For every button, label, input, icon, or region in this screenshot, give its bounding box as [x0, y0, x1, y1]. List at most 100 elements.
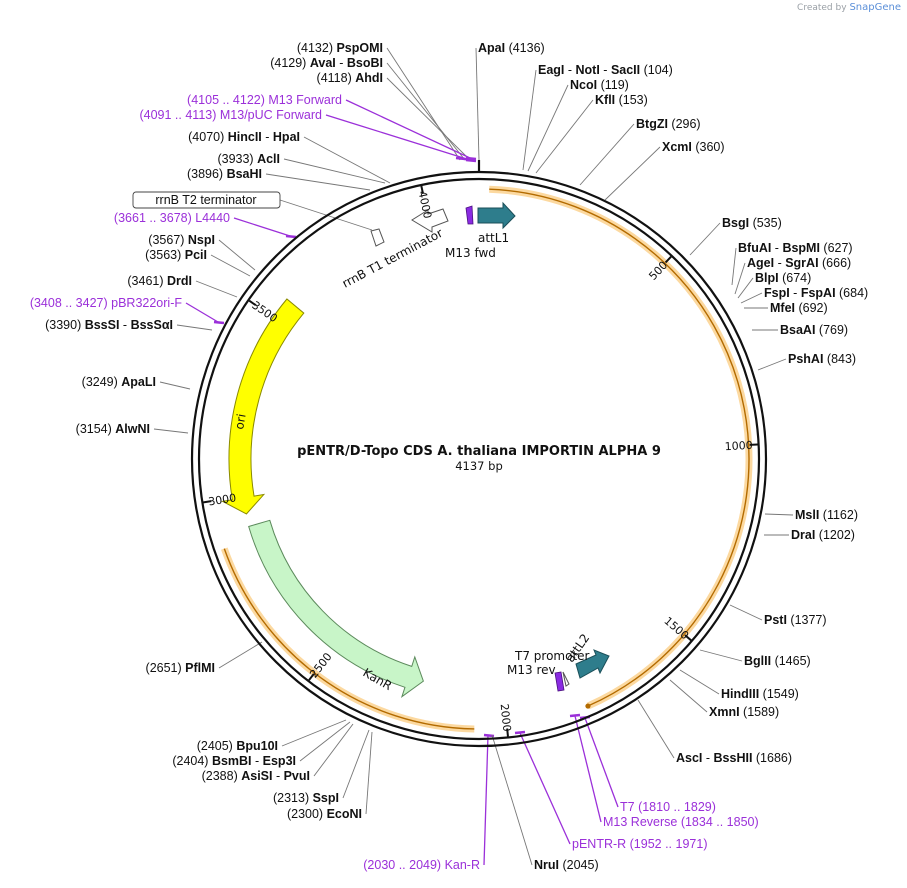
enzyme-label: KflI (153) [595, 93, 648, 107]
leader-line [764, 513, 794, 516]
site-name: pBR322ori-F [111, 296, 182, 310]
plasmid-title: pENTR/D-Topo CDS A. thaliana IMPORTIN AL… [297, 444, 661, 459]
primer-site-mark [213, 320, 225, 325]
leader-line [522, 69, 537, 171]
site-name: XcmI [662, 140, 692, 154]
site-position: (360) [692, 140, 725, 154]
site-position: (666) [819, 256, 852, 270]
enzyme-label: HindIII (1549) [721, 687, 799, 701]
site-position: (1549) [759, 687, 799, 701]
leader-line [303, 136, 391, 184]
site-name: SspI [313, 791, 339, 805]
leader-line [386, 47, 461, 161]
site-position: (3896) [187, 167, 227, 181]
enzyme-label: FspI - FspAI (684) [764, 286, 868, 300]
enzyme-label: (4129) AvaI - BsoBI [270, 56, 383, 70]
enzyme-label: (2651) PflMI [146, 661, 215, 675]
leader-line [386, 62, 466, 161]
site-name: T7 [620, 800, 635, 814]
site-name: AvaI [310, 56, 336, 70]
separator: - [119, 318, 130, 332]
site-position: (1162) [819, 508, 858, 522]
site-name: AgeI [747, 256, 774, 270]
enzyme-label: (4132) PspOMI [297, 41, 383, 55]
leader-line [475, 47, 480, 161]
site-position: (1202) [815, 528, 855, 542]
enzyme-label: BfuAI - BspMI (627) [738, 241, 853, 255]
enzyme-label: (2404) BsmBI - Esp3I [172, 754, 296, 768]
tick-label: 1000 [724, 439, 753, 453]
site-name: Kan-R [445, 858, 480, 872]
leader-line [689, 222, 721, 256]
site-position: (3563) [145, 248, 185, 262]
site-position: (2651) [146, 661, 186, 675]
tick-label: 4000 [416, 190, 435, 220]
leader-line [233, 217, 291, 237]
separator: - [564, 63, 575, 77]
leader-line [365, 731, 373, 815]
leader-line [535, 99, 594, 174]
leader-line [185, 302, 219, 323]
site-name: NruI [534, 858, 559, 872]
site-position: (2388) [202, 769, 242, 783]
separator: - [774, 256, 785, 270]
site-name: M13 Forward [268, 93, 342, 107]
kanr-arrow [248, 519, 424, 699]
site-name: DraI [791, 528, 815, 542]
site-position: (1377) [787, 613, 827, 627]
site-name: ApaLI [121, 375, 156, 389]
site-name: XmnI [709, 705, 740, 719]
leader-line [386, 77, 471, 161]
site-name-alt: SgrAI [785, 256, 818, 270]
kan-arc [223, 548, 475, 730]
enzyme-label: EagI - NotI - SacII (104) [538, 63, 673, 77]
separator: - [272, 769, 283, 783]
tick-label: 2500 [307, 650, 334, 680]
leader-line [574, 715, 602, 823]
enzyme-label: (2313) SspI [273, 791, 339, 805]
leader-line [265, 173, 371, 191]
site-position: (3461) [127, 274, 167, 288]
site-name-alt: HpaI [273, 130, 300, 144]
rrnb-t2-label-box [132, 191, 281, 209]
primer-site-mark [455, 156, 475, 162]
site-name-alt: BspMI [782, 241, 820, 255]
brand-credit[interactable]: Created by SnapGene [797, 2, 901, 13]
site-name: Bpu10I [236, 739, 278, 753]
tick-mark [308, 673, 315, 681]
leader-line [218, 239, 256, 271]
site-name-alt2: SacII [611, 63, 640, 77]
enzyme-label: PstI (1377) [764, 613, 827, 627]
site-position: (1589) [740, 705, 780, 719]
site-position: (1810 .. 1829) [635, 800, 716, 814]
enzyme-label: (3154) AlwNI [76, 422, 150, 436]
site-name: BsaHI [227, 167, 262, 181]
site-name: BlpI [755, 271, 779, 285]
leader-line [699, 649, 743, 662]
site-position: (3154) [76, 422, 116, 436]
leader-line [281, 719, 347, 747]
site-name: FspI [764, 286, 790, 300]
site-name: L4440 [195, 211, 230, 225]
t7-promoter-label: T7 promoter [514, 649, 590, 663]
primer-label: (4105 .. 4122) M13 Forward [187, 93, 342, 107]
enzyme-label: ApaI (4136) [478, 41, 545, 55]
site-name: AlwNI [115, 422, 150, 436]
site-name: AclI [257, 152, 280, 166]
site-name: DrdI [167, 274, 192, 288]
m13-fwd-marker [465, 205, 474, 225]
enzyme-label: MfeI (692) [770, 301, 828, 315]
site-position: (296) [668, 117, 701, 131]
tick-mark [684, 634, 692, 642]
leader-line [491, 734, 533, 866]
leader-line [669, 679, 708, 713]
leader-line [757, 358, 787, 371]
site-name: PciI [185, 248, 207, 262]
enzyme-label: (2388) AsiSI - PvuI [202, 769, 310, 783]
enzyme-label: BglII (1465) [744, 654, 811, 668]
site-position: (627) [820, 241, 853, 255]
leader-line [283, 158, 386, 184]
tick-mark [506, 728, 509, 737]
leader-line [637, 699, 675, 759]
